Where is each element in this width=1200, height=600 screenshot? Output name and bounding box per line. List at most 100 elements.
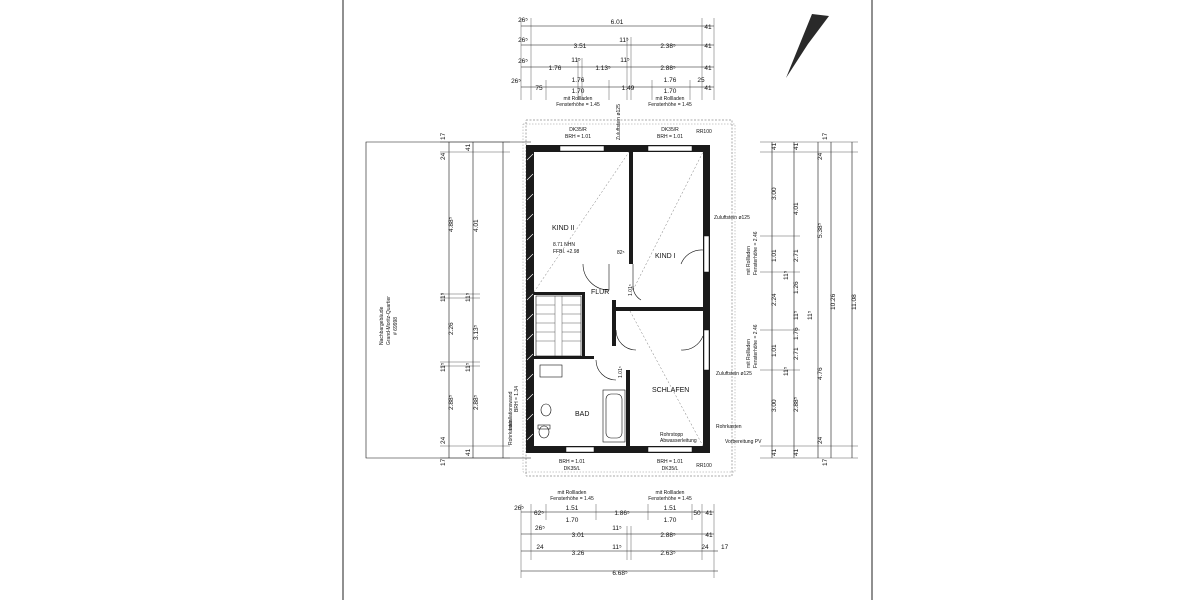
rr-stopp-1: Rohrstopp: [660, 432, 683, 438]
left-dim-a5: 2.26: [448, 322, 455, 335]
rr100-bot: RR100: [696, 463, 712, 469]
bot-dim-r4-c: 11⁵: [612, 544, 622, 551]
note-rollladen-top-right-2: Fensterhöhe = 1.45: [648, 102, 692, 108]
rr-stopp-2: Abwasserleitung: [660, 438, 697, 444]
wall-left: [526, 145, 534, 453]
bot-dim-r1-b: 62⁵: [534, 510, 544, 517]
top-dim-r2-d: 2.38⁵: [660, 43, 676, 50]
right-dim-c2-2: 4.01: [793, 202, 800, 215]
walls: [526, 145, 710, 453]
right-dim-c5-2: 10.26: [830, 293, 837, 310]
top-dimension-chains: 26⁵ 6.01 41 26⁵ 3.51 11⁵ 2.38⁵ 41 26⁵ 1.…: [511, 17, 715, 108]
top-dim-r1-c: 41: [704, 24, 712, 31]
top-dim-r5-d: 1.70: [664, 88, 677, 95]
bot-dim-r1-e: 1.51: [664, 505, 677, 512]
right-dim-c1-2: 3.00: [771, 187, 778, 200]
right-dim-c1-6: 3.00: [771, 399, 778, 412]
bot-dim-r3-e: 41: [705, 532, 713, 539]
top-dim-r3-c: 11⁵: [571, 57, 581, 64]
neighbor-label-2: Grand-Moritz-Quartier: [386, 296, 392, 345]
window-bot-left-type: DK35/L: [564, 466, 581, 472]
flur-value: 82⁵: [617, 250, 625, 256]
room-kind2-label: KIND II: [552, 225, 575, 232]
top-dim-r2-c: 11⁵: [619, 37, 629, 44]
note-rollladen-bot-left-2: Fensterhöhe = 1.45: [550, 496, 594, 502]
right-dim-c4-2: 5.38⁵: [817, 222, 824, 238]
bot-dim-r2-a: 1.70: [566, 517, 579, 524]
bot-dim-r4-e: 24: [701, 544, 709, 551]
note-rollladen-bot-right-2: Fensterhöhe = 1.45: [648, 496, 692, 502]
right-dim-c4-4: 24: [817, 436, 824, 444]
bot-dim-r3-a: 26⁵: [535, 525, 545, 532]
top-dim-r2-b: 3.51: [574, 43, 587, 50]
window-top-left-type: DK35/R: [569, 127, 587, 133]
door-label-1: 1.01⁵: [628, 284, 634, 296]
bot-dim-r3-c: 11⁵: [612, 525, 622, 532]
wall-kind2-right: [629, 152, 633, 264]
right-dim-c1-7: 41: [771, 448, 778, 456]
top-dim-r5-c: 1.49: [622, 85, 635, 92]
top-dim-r3-a: 26⁵: [518, 58, 528, 65]
bot-dim-r5-a: 6.68⁵: [612, 570, 628, 577]
right-dim-c5-3: 17: [822, 458, 829, 466]
note-rollladen-top-right-1: mit Rollladen: [656, 96, 685, 102]
right-dim-c1-5: 1.01: [771, 344, 778, 357]
top-dim-r1-a: 26⁵: [518, 17, 528, 24]
door-label-2: 1.01⁵: [618, 366, 624, 378]
room-flur-label: FLUR: [591, 289, 609, 296]
left-dim-b3: 11⁵: [465, 292, 472, 302]
wall-kind2-bottom: [534, 292, 582, 295]
room-bad-label: BAD: [575, 411, 589, 418]
neighbor-label-1: Nachbargebäude: [379, 306, 385, 345]
wall-bad-right: [626, 370, 630, 446]
doors: [582, 249, 704, 381]
right-dim-c3-2: 11⁵: [807, 310, 814, 320]
staircase: [535, 295, 582, 357]
top-dim-r4-c: 1.76: [664, 77, 677, 84]
room-kind1-label: KIND I: [655, 253, 676, 260]
left-dim-b1: 41: [465, 143, 472, 151]
right-dim-c1-4: 2.24: [771, 293, 778, 306]
right-dim-c5-1: 17: [822, 132, 829, 140]
bot-dim-r1-a: 26⁵: [514, 505, 524, 512]
note-rollladen-top-left-2: Fensterhöhe = 1.45: [556, 102, 600, 108]
right-dimension-chains: 41 3.00 1.01 2.24 1.01 3.00 41 41 4.01 2…: [760, 132, 858, 466]
top-dim-r3-d: 1.13⁵: [595, 65, 611, 72]
bot-dim-r1-d: 1.86⁵: [614, 510, 630, 517]
top-dim-r2-e: 41: [704, 43, 712, 50]
vorbereitung-pv: Vorbereitung PV: [725, 439, 762, 445]
bot-dim-r3-d: 2.88⁵: [660, 532, 676, 539]
right-dim-c2-6: 1.76: [793, 327, 800, 340]
top-dim-r3-g: 41: [704, 65, 712, 72]
note-rollladen-bot-right-1: mit Rollladen: [656, 490, 685, 496]
rollladen-right1-2: Fensterhöhe = 2.46: [753, 231, 759, 275]
level-info-1: 8.71 NHN: [553, 242, 575, 248]
bot-dim-r4-d: 2.63⁵: [660, 550, 676, 557]
window-bot-right-type: DK35/L: [662, 466, 679, 472]
window-bot-left-brh: BRH = 1.01: [559, 459, 585, 465]
wall-top: [526, 145, 710, 152]
top-dim-r2-a: 26⁵: [518, 37, 528, 44]
rollladen-right1-1: mit Rollladen: [746, 246, 752, 275]
top-dim-r5-e: 41: [704, 85, 712, 92]
bot-dim-r4-b: 3.26: [572, 550, 585, 557]
top-dim-r5-a: 75: [535, 85, 543, 92]
wall-stair-right: [582, 292, 585, 358]
left-dim-a4: 11⁵: [440, 292, 447, 302]
note-rohrkasten-left: Rohrkasten: [508, 419, 514, 445]
bathroom-fixtures: [537, 364, 626, 443]
left-dim-b7: 41: [465, 448, 472, 456]
zuluft-top: Zuluftstein ø125: [616, 104, 622, 140]
top-dim-r3-b: 1.76: [549, 65, 562, 72]
wall-bottom: [526, 446, 710, 453]
left-dim-b2: 4.01: [473, 219, 480, 232]
right-dim-c1-3: 1.01: [771, 249, 778, 262]
right-dim-c2-3: 2.71: [793, 249, 800, 262]
right-dim-c1-1: 41: [771, 142, 778, 150]
rohrkasten-right: Rohrkasten: [716, 424, 742, 430]
bot-dim-r4-a: 24: [536, 544, 544, 551]
left-dim-b5: 11⁵: [465, 362, 472, 372]
window-top-left-brh: BRH = 1.01: [565, 134, 591, 140]
right-dim-c3-3: 11⁵: [783, 366, 790, 376]
